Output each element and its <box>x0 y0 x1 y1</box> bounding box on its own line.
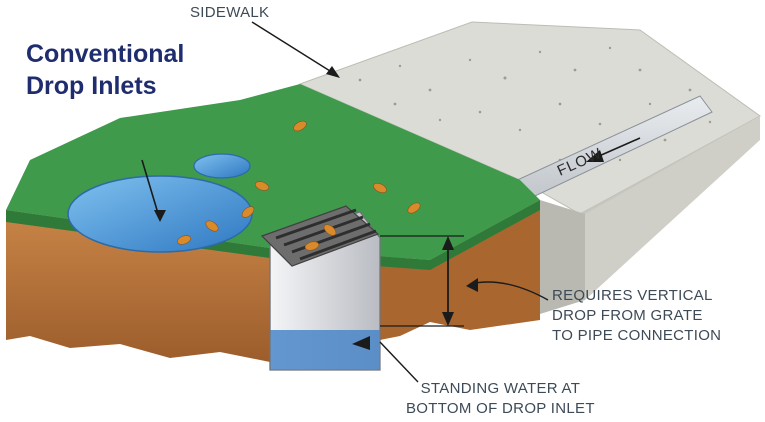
leaf-icon <box>241 206 255 218</box>
vertical-drop-line-2: DROP FROM GRATE <box>552 307 703 324</box>
double-arrow-vertical-icon <box>380 235 464 327</box>
sidewalk-leader <box>251 21 339 77</box>
sidewalk-arrow <box>326 66 340 78</box>
ponding-water <box>67 153 253 253</box>
leaf-icon <box>293 120 307 132</box>
leaf-icon <box>176 235 192 245</box>
standing-water-label: STANDING WATER AT BOTTOM OF DROP INLET <box>406 379 595 419</box>
title-line-1: Conventional <box>26 40 185 68</box>
leaf-icon <box>323 224 337 236</box>
vertical-drop-label: REQUIRES VERTICAL DROP FROM GRATE TO PIP… <box>552 286 721 346</box>
vertical-drop-line-3: TO PIPE CONNECTION <box>552 327 722 344</box>
sidewalk-slab <box>298 21 761 314</box>
vertical-drop-line-1: REQUIRES VERTICAL <box>552 287 713 304</box>
water-arrow <box>352 336 370 350</box>
leaf-icon <box>254 181 270 191</box>
arrow-left-icon <box>586 137 641 162</box>
drop-arrow <box>466 278 478 292</box>
leaf-icon <box>304 241 320 251</box>
leaves <box>176 120 421 251</box>
leaf-icon <box>407 202 421 214</box>
standing-water-line-2: BOTTOM OF DROP INLET <box>406 400 595 417</box>
diagram-title: Conventional Drop Inlets <box>26 38 246 102</box>
water-leader <box>379 341 419 383</box>
sidewalk-label: SIDEWALK <box>190 4 270 21</box>
title-line-2: Drop Inlets <box>26 72 157 100</box>
leaf-icon <box>373 183 387 193</box>
leaf-icon <box>205 220 219 232</box>
standing-water-line-1: STANDING WATER AT <box>420 380 581 397</box>
